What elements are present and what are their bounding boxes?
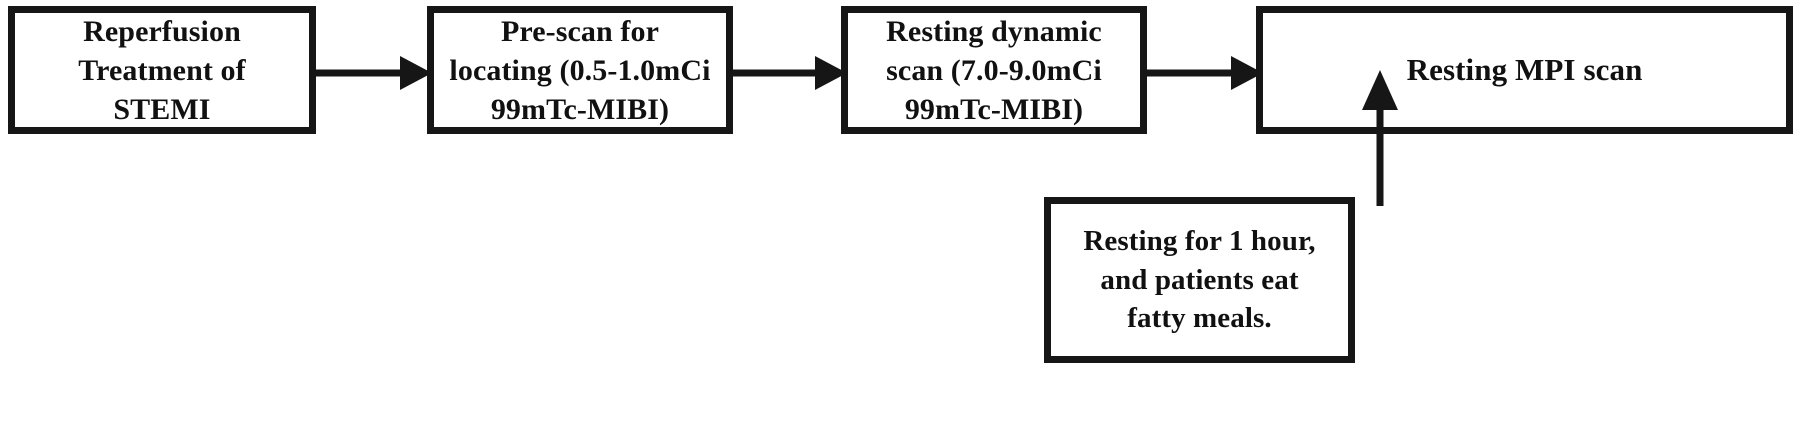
resting-mpi-scan-label: Resting MPI scan xyxy=(1406,51,1643,87)
arrow-reperfusion-to-prescan xyxy=(314,56,432,90)
reperfusion-treatment-label: Reperfusion Treatment of STEMI xyxy=(78,14,246,126)
arrow-dynamic-scan-to-resting-mpi xyxy=(1145,56,1263,90)
resting-fatty-meal-label: Resting for 1 hour, and patients eat fat… xyxy=(1083,224,1316,335)
reperfusion-treatment-box: Reperfusion Treatment of STEMI xyxy=(8,6,316,134)
pre-scan-locating-label: Pre-scan for locating (0.5-1.0mCi 99mTc-… xyxy=(449,14,711,126)
pre-scan-locating-box: Pre-scan for locating (0.5-1.0mCi 99mTc-… xyxy=(427,6,733,134)
resting-dynamic-scan-label: Resting dynamic scan (7.0-9.0mCi 99mTc-M… xyxy=(886,14,1102,126)
arrow-prescan-to-dynamic-scan xyxy=(731,56,847,90)
resting-mpi-scan-box: Resting MPI scan xyxy=(1256,6,1793,134)
resting-dynamic-scan-box: Resting dynamic scan (7.0-9.0mCi 99mTc-M… xyxy=(841,6,1147,134)
arrow-fatty-meal-to-flow xyxy=(1362,70,1398,206)
resting-fatty-meal-box: Resting for 1 hour, and patients eat fat… xyxy=(1044,197,1355,363)
